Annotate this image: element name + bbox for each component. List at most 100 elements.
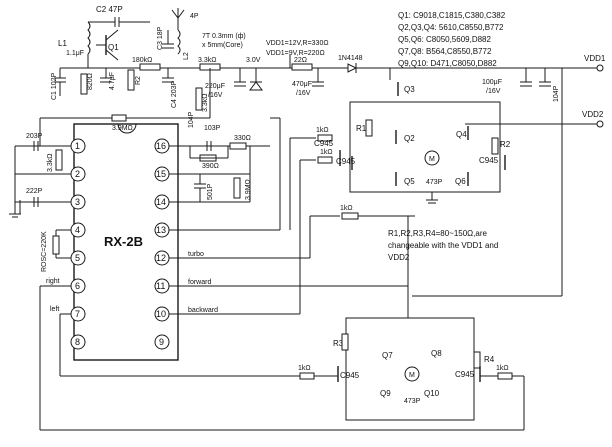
r-3k3-pin-label: 3.3kΩ (47, 154, 54, 172)
motor-top-icon (424, 150, 440, 166)
r-1k-d-label: 1kΩ (298, 365, 311, 372)
c-501p-label: 501P (207, 183, 214, 200)
q2-label: Q2 (404, 134, 415, 143)
pin-1-label: 1 (75, 141, 80, 151)
r-820-label: 820Ω (87, 73, 94, 90)
l1-coil (87, 21, 91, 55)
q3-label: Q3 (404, 85, 415, 94)
pin-8 (70, 334, 86, 350)
r-1k-a-label: 1kΩ (316, 127, 329, 134)
r3-body (341, 333, 349, 351)
q1-transistor (96, 29, 119, 61)
transistor-legend: Q1: C9018,C1815,C380,C382 Q2,Q3,Q4: 5610… (398, 11, 506, 68)
motor-top-label: M (429, 156, 435, 163)
pin-2-label: 2 (75, 169, 80, 179)
q9-label: Q9 (380, 389, 391, 398)
signal-backward-label: backward (188, 307, 218, 314)
r-1k-turbo-label: 1kΩ (340, 205, 353, 212)
r2-rf-label: R2 (135, 76, 142, 85)
h-bridge-bottom (345, 317, 475, 421)
l1-value: 1.1μF (66, 50, 84, 57)
c-100u-volt: /16V (486, 88, 501, 95)
q6-label: Q6 (455, 177, 466, 186)
r-390-label: 390Ω (202, 163, 219, 170)
pin-13-label: 13 (156, 225, 166, 235)
r-22-label: 22Ω (294, 57, 307, 64)
note-line-2: changeable with the VDD1 and (388, 241, 498, 250)
antenna-cap-label: 4P (190, 13, 199, 20)
c-470u-volt: /16V (296, 90, 311, 97)
r-39m-body (111, 114, 127, 122)
c-203p-label: 203P (26, 133, 43, 140)
r-820-body (80, 73, 88, 95)
motor-cap-top-label: 473P (426, 179, 443, 186)
r-3k3-v-label: 3.3kΩ (202, 94, 209, 112)
antenna-icon (171, 8, 185, 30)
diode-1n4148-label: 1N4148 (338, 55, 363, 62)
motor-bottom-icon (404, 366, 420, 382)
r1-body (365, 119, 373, 137)
r2-label: R2 (500, 140, 511, 149)
r1-label: R1 (356, 124, 367, 133)
r-3k3-top-label: 3.3kΩ (198, 57, 216, 64)
pin-5-label: 5 (75, 253, 80, 263)
c945-e-label: C945 (455, 370, 475, 379)
r-1k-b-body (317, 156, 333, 164)
l2-spec-1: 7T 0.3mm (ф) (202, 33, 246, 40)
r-39m-b-body (233, 177, 241, 199)
c2-label: C2 47P (96, 5, 123, 14)
pin-14-label: 14 (156, 197, 166, 207)
vdd2-rail (465, 120, 604, 128)
c-220u-label: 220μF (205, 83, 225, 90)
c945-d-label: C945 (340, 371, 360, 380)
q10-label: Q10 (424, 389, 440, 398)
q1-label: Q1 (108, 43, 119, 52)
chip-name: RX-2B (104, 234, 143, 249)
h-bridge-top (349, 68, 501, 204)
pin-11-label: 11 (156, 281, 165, 291)
pin-9 (154, 334, 170, 350)
pin-8-label: 8 (75, 337, 80, 347)
r3-label: R3 (333, 339, 344, 348)
r-22-body (291, 63, 313, 71)
r2-body (491, 137, 499, 155)
pin-10-label: 10 (156, 309, 166, 319)
l2-label: L2 (183, 52, 190, 60)
r-1k-e-body (497, 372, 513, 380)
r2-rf-body (127, 69, 135, 91)
r-39m-label: 3.9MΩ (112, 125, 133, 132)
l1-label: L1 (58, 39, 67, 48)
vdd2-label: VDD2 (582, 110, 604, 119)
signal-turbo-label: turbo (188, 251, 204, 258)
c4-label: C4 203P (171, 80, 178, 108)
signal-right-label: right (46, 278, 60, 285)
chip-right-pins (154, 138, 170, 350)
c-103p-label: 103P (204, 125, 221, 132)
motor-bottom-label: M (409, 372, 415, 379)
signal-forward-label: forward (188, 279, 211, 286)
r-1k-e-label: 1kΩ (496, 365, 509, 372)
pin-16-label: 16 (156, 141, 166, 151)
legend-q1: Q1: C9018,C1815,C380,C382 (398, 11, 506, 20)
note-line-1: R1,R2,R3,R4=80~150Ω,are (388, 229, 487, 238)
legend-q5q6: Q5,Q6: C8050,5609,D882 (398, 35, 492, 44)
voltage-3v-label: 3.0V (246, 57, 261, 64)
c-104p-a-label: 104P (188, 111, 195, 128)
pin-6-label: 6 (75, 281, 80, 291)
r-330-label: 330Ω (234, 135, 251, 142)
r-330-body (229, 142, 247, 150)
r-1k-a-body (317, 134, 333, 142)
motor-cap-bottom-label: 473P (404, 398, 421, 405)
r4-body (473, 351, 481, 369)
r4-label: R4 (484, 355, 495, 364)
zener-diode-icon (249, 81, 263, 91)
pin-12-label: 12 (156, 253, 166, 263)
r-1k-turbo-body (341, 212, 359, 220)
r-osc-body (52, 235, 60, 255)
q4-label: Q4 (456, 130, 467, 139)
supply-condition-1: VDD1=12V,R=330Ω (266, 40, 329, 47)
vdd1-label: VDD1 (584, 54, 606, 63)
r-3k3-pin-body (55, 149, 63, 171)
legend-q9q10: Q9,Q10: D471,C8050,D882 (398, 59, 497, 68)
supply-condition-2: VDD1=9V,R=220Ω (266, 50, 325, 57)
